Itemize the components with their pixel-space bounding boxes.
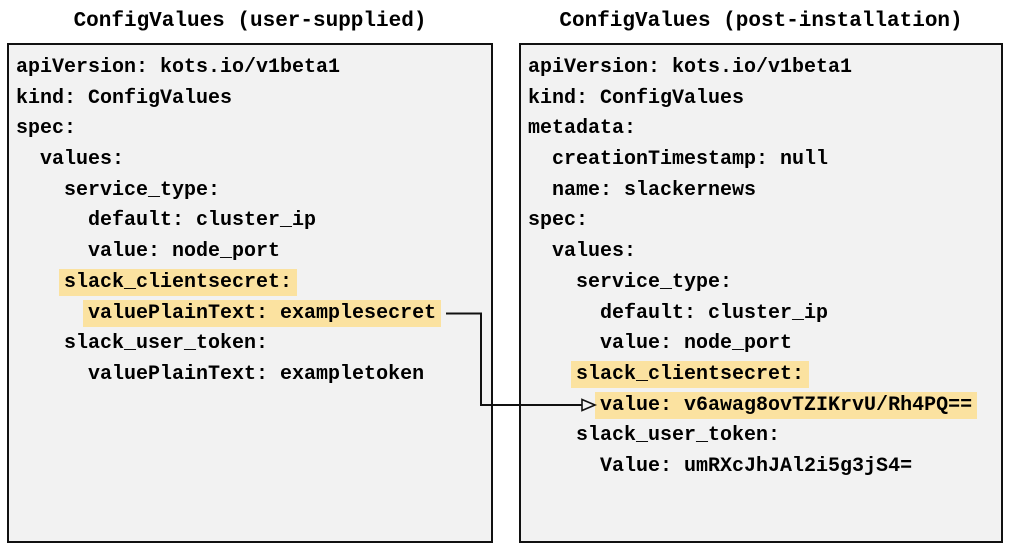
code-text: spec: <box>528 209 589 233</box>
highlighted-code-text: value: v6awag8ovTZIKrvU/Rh4PQ== <box>595 391 978 419</box>
code-line: slack_clientsecret: <box>16 268 491 299</box>
code-line: service_type: <box>528 268 1001 299</box>
code-line: creationTimestamp: null <box>528 145 1001 176</box>
code-line: valuePlainText: exampletoken <box>16 360 491 391</box>
code-text: name: slackernews <box>552 178 757 202</box>
code-line: value: v6awag8ovTZIKrvU/Rh4PQ== <box>528 391 1001 422</box>
code-text: slack_user_token: <box>576 424 781 448</box>
code-line: value: node_port <box>528 329 1001 360</box>
highlighted-code-text: slack_clientsecret: <box>59 268 298 296</box>
code-line: valuePlainText: examplesecret <box>16 299 491 330</box>
code-line: default: cluster_ip <box>16 206 491 237</box>
code-line: spec: <box>528 206 1001 237</box>
code-line: service_type: <box>16 176 491 207</box>
code-line: kind: ConfigValues <box>528 84 1001 115</box>
code-text: default: cluster_ip <box>88 209 317 233</box>
code-line: slack_clientsecret: <box>528 360 1001 391</box>
code-text: values: <box>40 148 125 172</box>
code-line: apiVersion: kots.io/v1beta1 <box>528 53 1001 84</box>
code-text: creationTimestamp: null <box>552 148 829 172</box>
code-text: apiVersion: kots.io/v1beta1 <box>528 56 853 79</box>
code-line: name: slackernews <box>528 176 1001 207</box>
code-text: value: node_port <box>600 332 793 356</box>
highlighted-code-text: valuePlainText: examplesecret <box>83 299 442 327</box>
left-codebox: apiVersion: kots.io/v1beta1 kind: ConfigV… <box>7 43 493 543</box>
code-text: values: <box>552 240 637 264</box>
code-line: values: <box>16 145 491 176</box>
code-line: metadata: <box>528 114 1001 145</box>
code-line: apiVersion: kots.io/v1beta1 <box>16 53 491 84</box>
left-panel-title: ConfigValues (user-supplied) <box>73 10 427 33</box>
code-text: kind: ConfigValues <box>528 86 745 110</box>
code-line: spec: <box>16 114 491 145</box>
right-codebox: apiVersion: kots.io/v1beta1 kind: ConfigV… <box>519 43 1003 543</box>
right-panel-title: ConfigValues (post-installation) <box>559 10 963 33</box>
code-text: default: cluster_ip <box>600 301 829 325</box>
code-text: metadata: <box>528 117 637 141</box>
code-text: service_type: <box>576 270 733 294</box>
code-text: value: node_port <box>88 240 281 264</box>
code-line: values: <box>528 237 1001 268</box>
highlighted-code-text: slack_clientsecret: <box>571 360 810 388</box>
code-line: default: cluster_ip <box>528 299 1001 330</box>
code-text: spec: <box>16 117 77 141</box>
code-text: slack_user_token: <box>64 332 269 356</box>
code-line: value: node_port <box>16 237 491 268</box>
code-line: slack_user_token: <box>16 329 491 360</box>
code-text: service_type: <box>64 178 221 202</box>
code-text: Value: umRXcJhJAl2i5g3jS4= <box>600 454 913 478</box>
code-line: Value: umRXcJhJAl2i5g3jS4= <box>528 452 1001 483</box>
code-text: valuePlainText: exampletoken <box>88 362 425 386</box>
code-line: kind: ConfigValues <box>16 84 491 115</box>
code-text: kind: ConfigValues <box>16 86 233 110</box>
code-text: apiVersion: kots.io/v1beta1 <box>16 56 341 79</box>
code-line: slack_user_token: <box>528 421 1001 452</box>
